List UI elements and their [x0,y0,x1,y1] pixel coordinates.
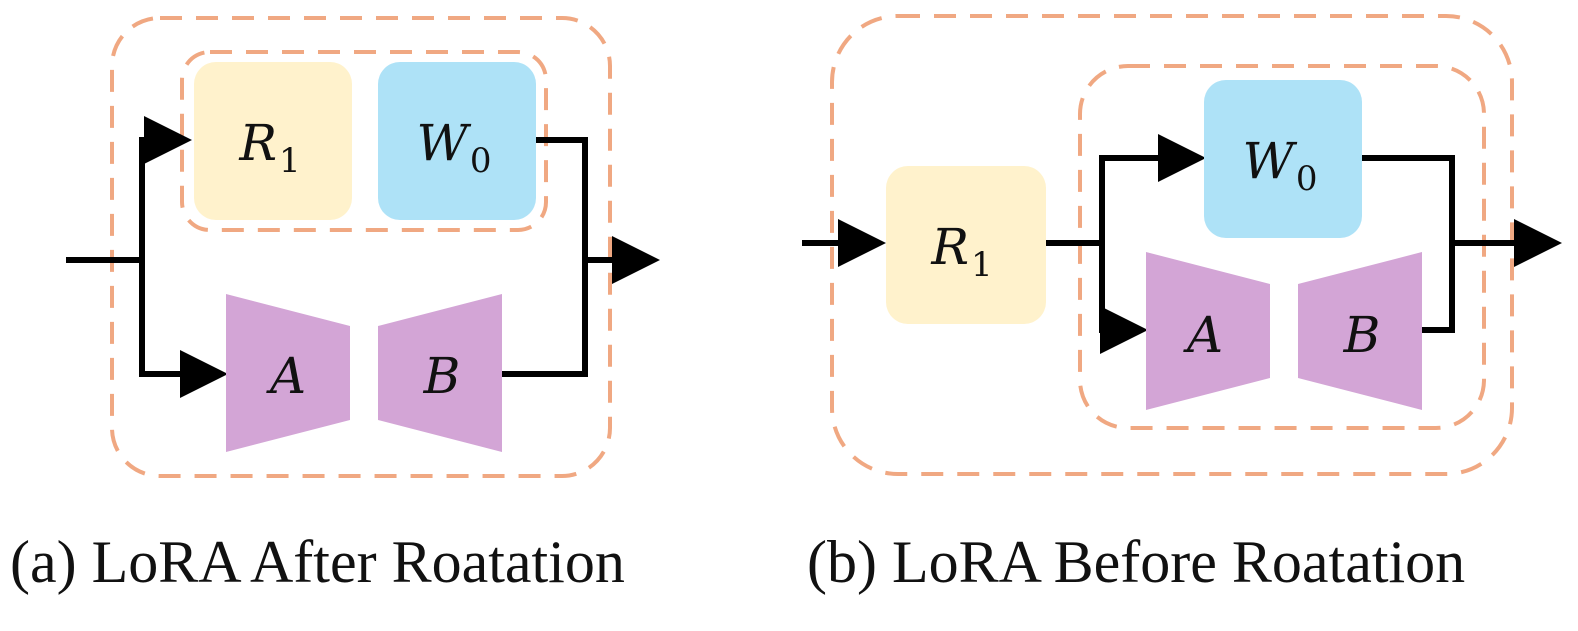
panel-a-connectors [66,116,660,398]
panel-b-r1-block [886,166,1046,324]
panel-b-split-to-w0-arrow [1099,134,1206,243]
panel-a-outer-dashed-box [110,16,612,478]
panel-b-split-to-a-arrow [1099,243,1148,354]
panel-a-lora-a-block [226,294,350,452]
panel-b-r1-label: R1 [930,218,992,285]
panel-a-lora-a-label: A [266,347,306,405]
panel-a-w0-block [378,62,536,220]
panel-b-inner-dashed-box [1078,64,1486,430]
panel-a-r1-block [194,62,352,220]
panel-b-w0-label: W0 [1242,132,1317,199]
panel-b-outer-dashed-box [830,14,1514,476]
lora-rotation-diagram: R1 W0 A B R1 W0 A [66,14,1562,478]
panel-b-lora-a-block [1146,252,1270,410]
panel-b-caption: (b) LoRA Before Roatation [807,529,1466,595]
panel-a-r1-label: R1 [238,114,300,181]
panel-a-lora-b-label: B [423,347,461,405]
panel-a-w0-label: W0 [416,114,491,181]
panel-b-w0-block [1204,80,1362,238]
panel-a-caption: (a) LoRA After Roatation [10,529,625,595]
panel-a: R1 W0 A B [66,16,660,478]
panel-b-lora-a-label: A [1183,306,1223,364]
panel-a-input-to-a-arrow [139,260,228,398]
panel-a-input-to-r1-arrow [139,116,192,260]
panel-b-lora-b-label: B [1343,306,1381,364]
panel-b-lora-b-block [1298,252,1422,410]
panel-a-lora-b-block [378,294,502,452]
panel-b-connectors [802,134,1562,354]
panel-b: R1 W0 A B [802,14,1562,476]
